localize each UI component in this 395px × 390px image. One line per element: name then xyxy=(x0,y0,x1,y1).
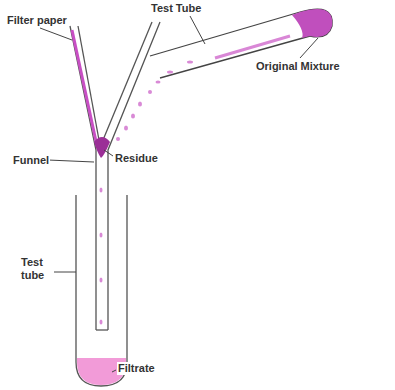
filter-paper xyxy=(72,30,97,146)
receiving-test-tube xyxy=(76,195,127,386)
part-label: Filtrate xyxy=(117,362,156,375)
funnel xyxy=(70,22,160,330)
part-label: Test tube xyxy=(20,256,54,281)
residue xyxy=(94,137,110,158)
part-label: Filter paper xyxy=(6,14,68,27)
falling-drops xyxy=(100,61,194,325)
part-label: Test Tube xyxy=(150,2,202,15)
part-label: Funnel xyxy=(12,154,50,167)
part-label: Residue xyxy=(114,152,159,165)
part-label: Original Mixture xyxy=(255,60,341,73)
